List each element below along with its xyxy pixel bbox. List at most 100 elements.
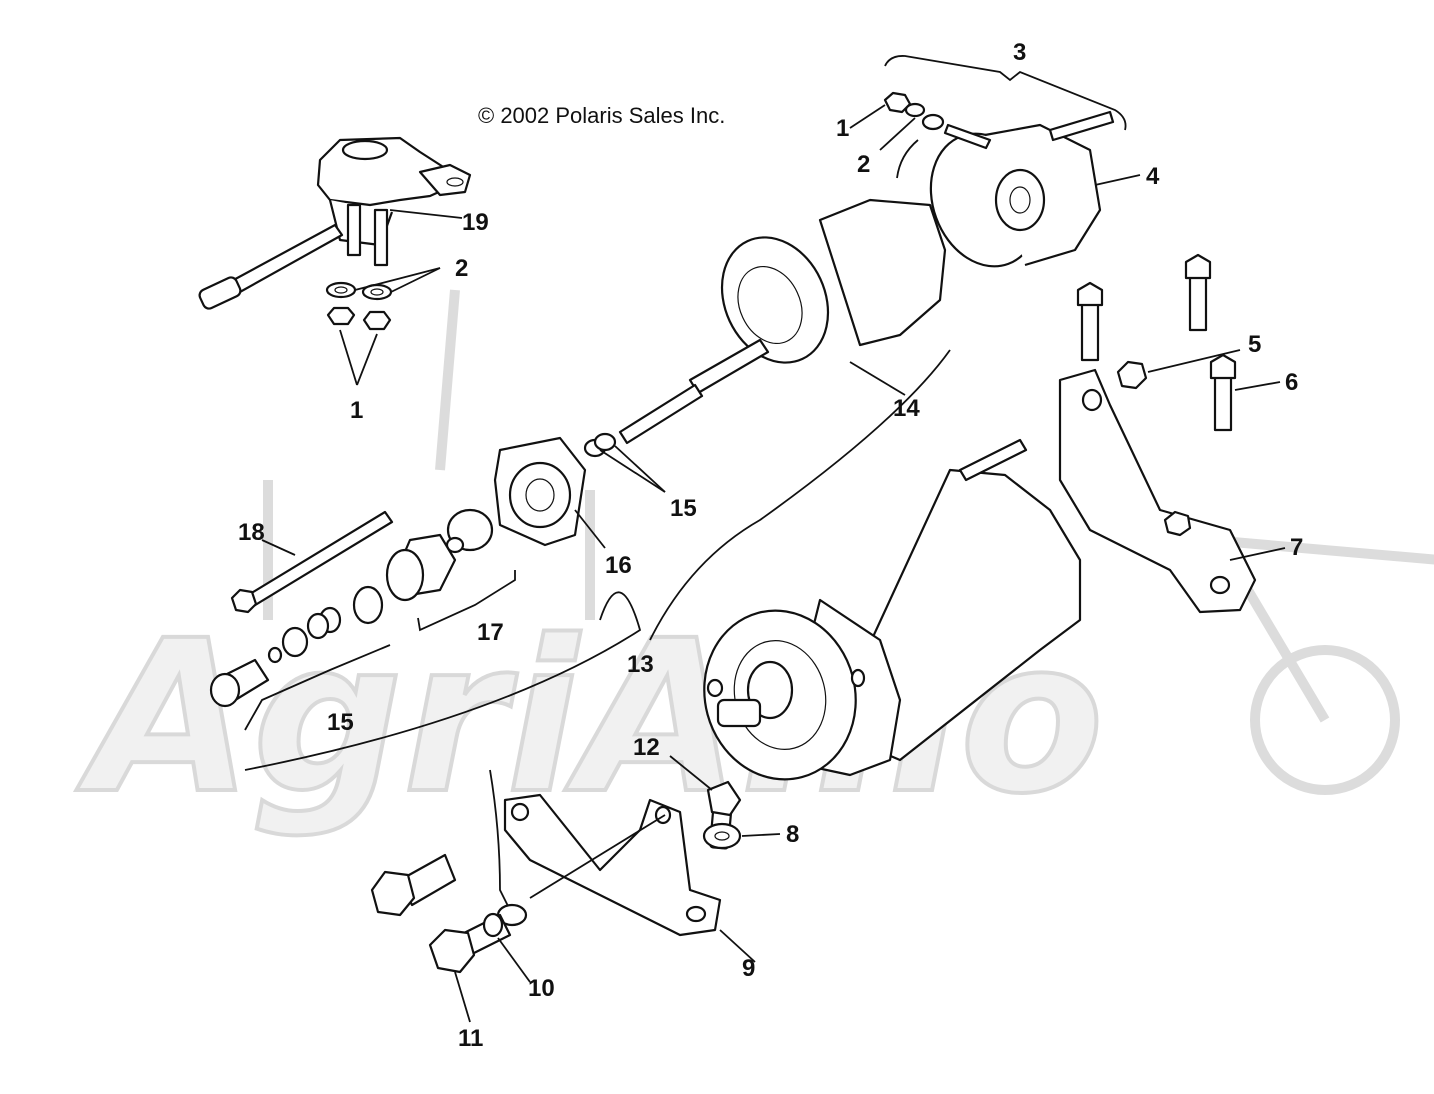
mount-hole-a (706, 678, 724, 698)
bolt-b-shank (1188, 273, 1208, 332)
callout-12: 12 (633, 734, 660, 761)
leader-1-top (849, 104, 886, 129)
leader-2-b (390, 267, 441, 293)
callout-13: 13 (627, 651, 654, 678)
solenoid-mount-tab (418, 163, 472, 197)
callout-17: 17 (477, 619, 504, 646)
leader-1-b (356, 333, 378, 386)
drive-end-assembly (209, 436, 606, 731)
callout-9: 9 (742, 955, 755, 982)
lower-bracket-hole-a (510, 802, 530, 822)
callout-2-solenoid: 2 (455, 255, 468, 282)
mount-bracket (1058, 368, 1257, 614)
callout-14: 14 (893, 395, 920, 422)
spring-coil-b (306, 612, 330, 640)
bolt-11-head (428, 928, 476, 974)
armature-shaft-tip (618, 383, 704, 445)
end-cap-assembly (849, 55, 1141, 268)
bolt-12-head (706, 780, 742, 817)
bracket-hole-bottom (1209, 575, 1231, 595)
leader-1-a (339, 329, 358, 386)
leader-16 (574, 509, 606, 549)
through-bolt-head (230, 588, 258, 614)
armature-commutator (737, 265, 803, 345)
callout-7: 7 (1290, 534, 1303, 561)
leader-4 (1094, 174, 1141, 186)
callout-8: 8 (786, 821, 799, 848)
washer-8-hole (714, 831, 730, 841)
ground-cable (489, 769, 511, 911)
end-cap-bearing (994, 168, 1046, 232)
shaft-washer-b (593, 432, 617, 452)
bracket-15 (244, 644, 391, 731)
solenoid-stud-a (346, 203, 362, 257)
washer-10 (482, 912, 504, 938)
callout-19: 19 (462, 209, 489, 236)
bolt-6-head (1209, 353, 1237, 380)
washer-top-2 (921, 113, 945, 131)
end-cap-terminal (943, 123, 992, 150)
mount-bracket-assembly (1058, 253, 1286, 614)
retainer-clip (267, 646, 283, 664)
bracket-13-upper (649, 349, 951, 641)
callout-2-top: 2 (857, 151, 870, 178)
callout-1-top: 1 (836, 115, 849, 142)
pinion-collar (352, 585, 384, 625)
callout-18: 18 (238, 519, 265, 546)
leader-14 (849, 361, 906, 396)
end-cap-bearing-bore (1009, 186, 1031, 214)
bolt-a-lower-head (370, 870, 416, 917)
leader-19 (389, 209, 463, 219)
solenoid-mount-hole (446, 177, 464, 187)
callout-4: 4 (1146, 163, 1160, 190)
leader-18 (261, 539, 296, 556)
drive-end-boss (508, 461, 572, 529)
callout-15-mid: 15 (670, 495, 697, 522)
armature-core (720, 236, 830, 364)
lower-bracket-hole-c (685, 905, 707, 923)
bracket-3 (884, 55, 1127, 131)
callouts: 3 1 2 4 19 2 1 5 6 14 15 18 7 16 17 13 1… (238, 39, 1303, 1052)
callout-11: 11 (458, 1025, 483, 1052)
nut-a (326, 306, 356, 326)
bracket-17 (417, 570, 516, 632)
lower-bracket (503, 793, 722, 937)
solenoid-connector (198, 276, 242, 310)
leader-15-a (599, 449, 666, 493)
bracket-13 (244, 591, 642, 771)
callout-5: 5 (1248, 331, 1261, 358)
leader-2-top (879, 117, 916, 151)
bolt-a-head (1076, 281, 1104, 307)
bolt-6-shank (1213, 373, 1233, 432)
leader-12 (669, 755, 713, 791)
callout-6: 6 (1285, 369, 1298, 396)
solenoid-hardware (325, 267, 441, 386)
leader-7 (1229, 547, 1286, 561)
leader-5 (1147, 349, 1241, 373)
starter-motor (244, 349, 1082, 781)
washer-a-hole (334, 286, 348, 294)
bracket-hole-top (1081, 388, 1103, 412)
drive-end-bore (525, 478, 555, 512)
starter-motor-stud (958, 438, 1028, 482)
washer-a (325, 281, 357, 299)
cable-fragment (896, 139, 919, 179)
bolt-b-head (1184, 253, 1212, 280)
end-cap-stud (1048, 110, 1115, 142)
washer-b-hole (370, 288, 384, 296)
lower-bracket-hole-b (654, 805, 672, 825)
nut-5 (1116, 360, 1148, 390)
lower-bracket-assembly (370, 755, 781, 1023)
washer-8 (702, 822, 742, 850)
bolt-a-shank (1080, 298, 1100, 362)
leader-10 (497, 937, 531, 983)
leader-11 (454, 971, 471, 1023)
watermark-wheel (1250, 645, 1400, 795)
armature-assembly (583, 198, 947, 493)
bracket-nut (1163, 510, 1192, 537)
nut-b (362, 310, 392, 331)
armature-shaft (688, 338, 770, 395)
solenoid-assembly (198, 136, 472, 310)
